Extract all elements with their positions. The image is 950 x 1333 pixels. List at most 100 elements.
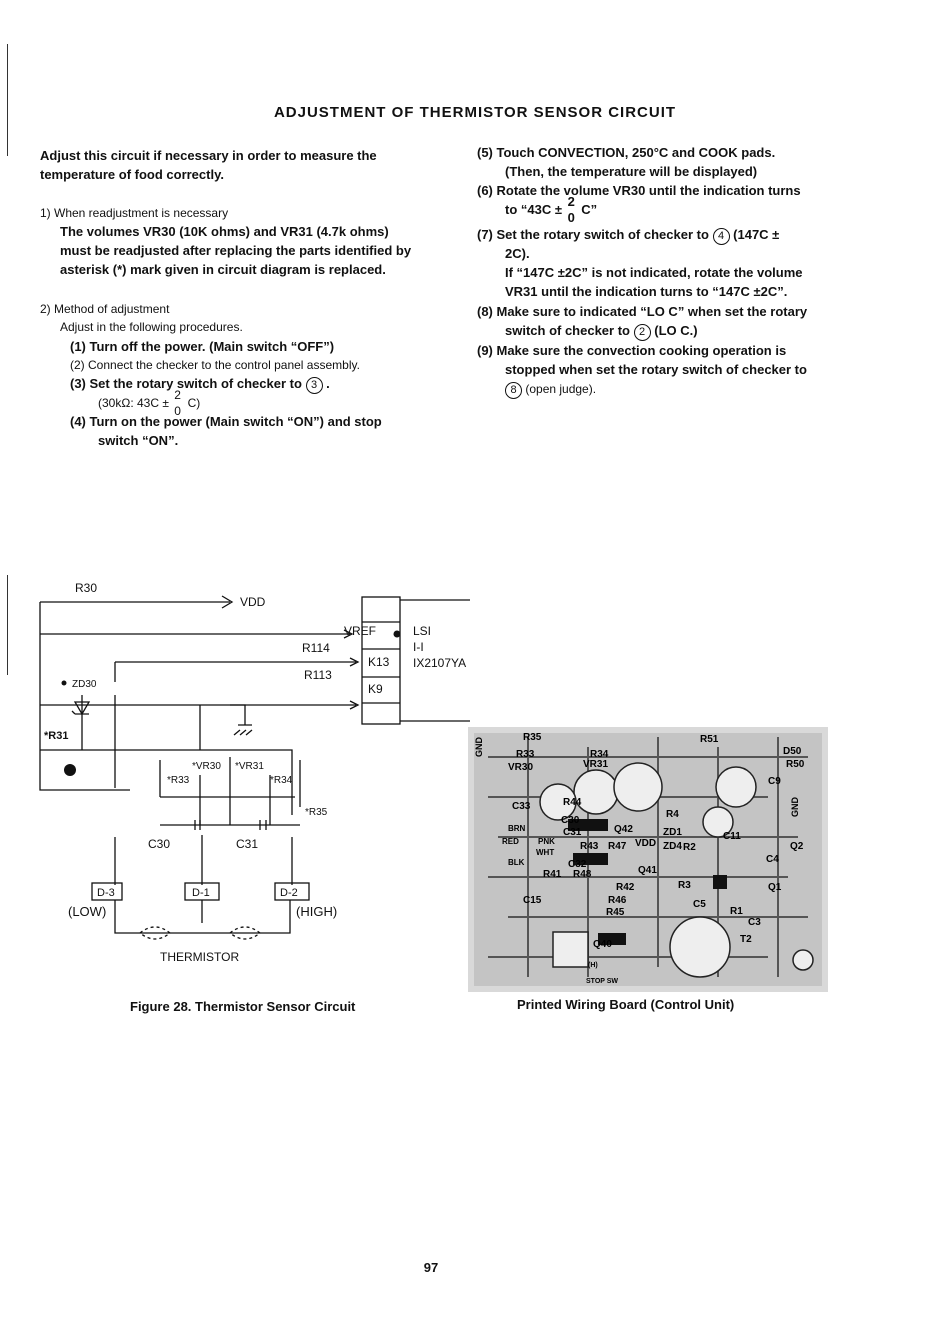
step-6-line2: to “43C ± 2 0 C” bbox=[505, 194, 598, 225]
board-label: R51 bbox=[700, 734, 719, 745]
step-1: (1) Turn off the power. (Main switch “OF… bbox=[70, 339, 335, 354]
board-label: R3 bbox=[678, 880, 691, 891]
board-label: Q2 bbox=[790, 841, 804, 852]
r114-label: R114 bbox=[302, 641, 330, 655]
vref-label: VREF bbox=[344, 624, 376, 638]
zd30-label: ZD30 bbox=[72, 679, 97, 690]
circled-number: 2 bbox=[633, 324, 651, 341]
board-label: Q1 bbox=[768, 882, 782, 893]
board-label: R44 bbox=[563, 797, 582, 808]
r113-label: R113 bbox=[304, 668, 332, 682]
intro-text: Adjust this circuit if necessary in orde… bbox=[40, 148, 377, 182]
d3-label: D-3 bbox=[97, 887, 115, 899]
step-9-line1: (9) Make sure the convection cooking ope… bbox=[477, 343, 787, 358]
section1-heading: 1) When readjustment is necessary bbox=[40, 206, 229, 220]
r30-label: R30 bbox=[75, 581, 97, 595]
step-4-line1: (4) Turn on the power (Main switch “ON”)… bbox=[70, 414, 382, 429]
r35-label: *R35 bbox=[305, 807, 328, 818]
board-label: BLK bbox=[508, 858, 525, 867]
board-label: R46 bbox=[608, 895, 627, 906]
step-9-line2: stopped when set the rotary switch of ch… bbox=[505, 362, 807, 377]
board-label: R35 bbox=[523, 732, 542, 743]
board-label: C11 bbox=[723, 831, 741, 842]
step-8-line2: switch of checker to 2 (LO C.) bbox=[505, 321, 698, 341]
board-label: R48 bbox=[573, 869, 592, 880]
board-label: R4 bbox=[666, 809, 679, 820]
page-number: 97 bbox=[423, 1260, 439, 1275]
circled-number: 3 bbox=[305, 377, 323, 394]
board-label: R41 bbox=[543, 869, 562, 880]
high-label: (HIGH) bbox=[296, 904, 337, 919]
lsi-label: LSI bbox=[413, 624, 431, 638]
d1-label: D-1 bbox=[192, 887, 210, 899]
board-label: R2 bbox=[683, 842, 696, 853]
circled-number: 4 bbox=[712, 228, 730, 245]
thermistor-label: THERMISTOR bbox=[160, 950, 239, 964]
step-9-line3: 8 (open judge). bbox=[505, 380, 596, 399]
vr31-label: *VR31 bbox=[235, 761, 264, 772]
board-label: C15 bbox=[523, 895, 542, 906]
board-label: C30 bbox=[561, 815, 580, 826]
board-label: STOP SW bbox=[586, 978, 618, 985]
board-label: R50 bbox=[786, 759, 805, 770]
step-5-line2: (Then, the temperature will be displayed… bbox=[505, 164, 758, 179]
figure-caption-right: Printed Wiring Board (Control Unit) bbox=[517, 997, 735, 1012]
printed-wiring-board-photo: R35 R33 VR30 R34 VR31 R51 D50 R50 C9 C33… bbox=[468, 727, 828, 992]
board-label: R47 bbox=[608, 841, 627, 852]
board-label: BRN bbox=[508, 824, 526, 833]
board-label: R1 bbox=[730, 906, 743, 917]
board-label: R42 bbox=[616, 882, 635, 893]
step-6-line1: (6) Rotate the volume VR30 until the ind… bbox=[477, 183, 801, 198]
board-label: C5 bbox=[693, 899, 706, 910]
k9-label: K9 bbox=[368, 682, 383, 696]
board-label: T2 bbox=[740, 934, 752, 945]
board-label: Q41 bbox=[638, 865, 657, 876]
board-label: R33 bbox=[516, 749, 535, 760]
step-7-line4: VR31 until the indication turns to “147C… bbox=[505, 284, 788, 299]
board-label: WHT bbox=[536, 848, 554, 857]
vr30-label: *VR30 bbox=[192, 761, 221, 772]
step-4-line2: switch “ON”. bbox=[98, 433, 179, 448]
board-label: C32 bbox=[568, 859, 587, 870]
step-7-line1: (7) Set the rotary switch of checker to … bbox=[477, 225, 779, 245]
board-label: PNK bbox=[538, 837, 555, 846]
c30-label: C30 bbox=[148, 837, 170, 851]
board-label: VR30 bbox=[508, 762, 533, 773]
board-label: R45 bbox=[606, 907, 625, 918]
ic-label: IX2107YA bbox=[413, 656, 466, 670]
section1-line3: asterisk (*) mark given in circuit diagr… bbox=[60, 262, 386, 277]
scan-edge-line bbox=[7, 44, 8, 156]
board-label: R34 bbox=[590, 749, 609, 760]
board-label: ZD4 bbox=[663, 841, 682, 852]
step-2: (2) Connect the checker to the control p… bbox=[70, 358, 360, 372]
step-8-line1: (8) Make sure to indicated “LO C” when s… bbox=[477, 304, 808, 319]
lsi-sub-label: I-I bbox=[413, 640, 424, 654]
circled-number: 8 bbox=[505, 382, 522, 399]
k13-label: K13 bbox=[368, 655, 390, 669]
step-5-line1: (5) Touch CONVECTION, 250°C and COOK pad… bbox=[477, 145, 776, 160]
board-label: C9 bbox=[768, 776, 781, 787]
section1-line1: The volumes VR30 (10K ohms) and VR31 (4.… bbox=[60, 224, 389, 239]
section2-subheading: Adjust in the following procedures. bbox=[60, 320, 243, 334]
board-label: ZD1 bbox=[663, 827, 682, 838]
step-3: (3) Set the rotary switch of checker to … bbox=[70, 374, 330, 394]
board-label: C3 bbox=[748, 917, 761, 928]
scan-edge-line bbox=[7, 575, 8, 675]
board-label: Q40 bbox=[593, 939, 612, 950]
board-label: GND bbox=[474, 737, 484, 758]
r33-label: *R33 bbox=[167, 775, 190, 786]
figure-caption-left: Figure 28. Thermistor Sensor Circuit bbox=[130, 999, 356, 1014]
low-label: (LOW) bbox=[68, 904, 106, 919]
board-label: D50 bbox=[783, 746, 802, 757]
page-title: ADJUSTMENT OF THERMISTOR SENSOR CIRCUIT bbox=[273, 104, 677, 121]
board-label: C31 bbox=[563, 827, 582, 838]
step-7-line3: If “147C ±2C” is not indicated, rotate t… bbox=[505, 265, 803, 280]
vdd-label: VDD bbox=[240, 595, 266, 609]
board-label: Q42 bbox=[614, 824, 633, 835]
d2-label: D-2 bbox=[280, 887, 298, 899]
board-label: R43 bbox=[580, 841, 599, 852]
board-label: RED bbox=[502, 837, 519, 846]
r34-label: *R34 bbox=[270, 775, 293, 786]
board-label: C4 bbox=[766, 854, 779, 865]
board-label: VDD bbox=[635, 838, 656, 849]
